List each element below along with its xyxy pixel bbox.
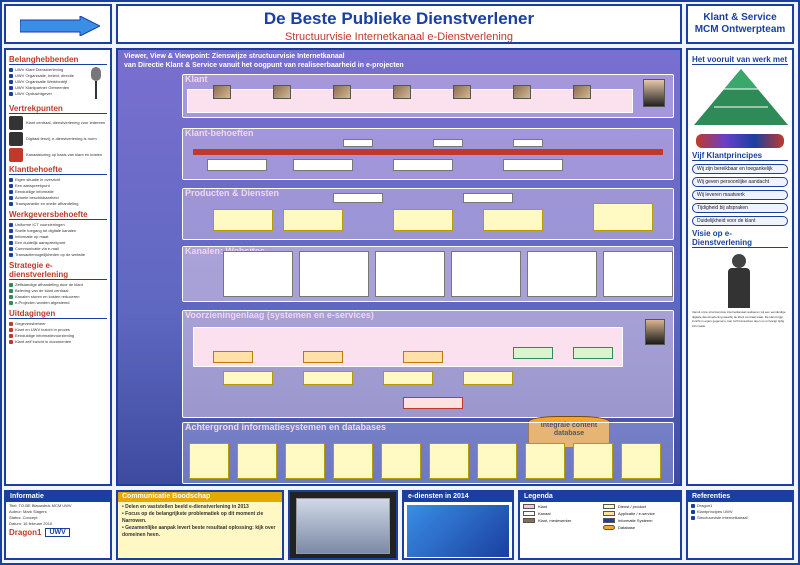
informatie-box: Informatie Titel: TO-BE Blauwdruk MCM UW…: [4, 490, 112, 560]
signpost-icon: [9, 148, 23, 162]
legenda-heading: Legenda: [520, 492, 680, 502]
list-item: Communicatie via e-mail: [15, 246, 59, 251]
layer-voorzieningen: Voorzieningenlaag (systemen en e-service…: [182, 310, 674, 418]
list-item: Zelfstandige afhandeling door de klant: [15, 282, 83, 287]
ediensten-box: e-diensten in 2014: [402, 490, 514, 560]
heading-klantbehoefte: Klantbehoefte: [9, 165, 107, 175]
list-item: Een aanspreekpunt: [15, 183, 50, 188]
principle-item: Tijdigheid bij afspraken: [692, 203, 788, 213]
people-group-icon: [696, 134, 784, 148]
monitor-icon: [9, 132, 23, 146]
diagram-title: Viewer, View & Viewpoint: Zienswijze str…: [124, 53, 404, 69]
page-title: De Beste Publieke Dienstverlener: [263, 9, 535, 28]
list-item: UWV Opdrachtgever: [15, 91, 52, 96]
klant-photo: [333, 85, 351, 99]
layer-kanalen: Kanalen: Websites: [182, 246, 674, 302]
heading-vertrekpunten: Vertrekpunten: [9, 104, 107, 114]
right-column: Het vooruit van werk met Vijf Klantprinc…: [686, 48, 794, 486]
ediensten-heading: e-diensten in 2014: [404, 492, 512, 502]
legenda-box: Legenda Klant Kanaal Klant, medewerker D…: [518, 490, 682, 560]
arrow-icon: [20, 16, 100, 36]
list-item: Eigen situatie in overzicht: [15, 177, 61, 182]
main-diagram: Viewer, View & Viewpoint: Zienswijze str…: [116, 48, 682, 486]
heading-visie: Visie op e-Dienstverlening: [692, 229, 788, 248]
referenties-box: Referenties Dragon1 Klantprincipes UWV S…: [686, 490, 794, 560]
list-item: Dragon1: [697, 503, 713, 508]
visie-text: Vanuit onze structuurvisie internetkanaa…: [692, 310, 786, 328]
klant-photo: [393, 85, 411, 99]
heading-principes: Vijf Klantprincipes: [692, 151, 788, 161]
list-item: Kanaalsturing op basis van klant en kost…: [26, 152, 103, 157]
page-subtitle: Structuurvisie Internetkanaal e-Dienstve…: [284, 31, 514, 43]
microphone-icon: [85, 67, 107, 101]
list-item: Gegevensbeheer: [15, 321, 46, 326]
owner-line2: MCM Ontwerpteam: [694, 24, 786, 35]
list-item: e-Projecten worden afgestemd: [15, 300, 70, 305]
list-item: UWV Klant Dienstverlening: [15, 67, 64, 72]
principle-item: Wij leveren maatwerk: [692, 190, 788, 200]
heading-belanghebbenden: Belanghebbenden: [9, 55, 107, 65]
logo-arrow: [4, 4, 112, 44]
list-item: Transactiemogelijkheden op de website: [15, 252, 86, 257]
person-figure-icon: [692, 250, 788, 310]
klant-photo: [573, 85, 591, 99]
person-icon: [9, 116, 23, 130]
communicatie-heading: Communicatie Boodschap: [118, 492, 282, 502]
communicatie-box: Communicatie Boodschap • Delen en vastst…: [116, 490, 284, 560]
list-item: Klant centraal, dienstverlening voor ied…: [26, 120, 106, 125]
list-item: Een duidelijk aanspreekpunt: [15, 240, 66, 245]
list-item: Klantprincipes UWV: [697, 509, 733, 514]
informatie-heading: Informatie: [6, 492, 110, 502]
list-item: Eenduidige informatie: [15, 189, 54, 194]
integral-content-database: Integrale content database: [528, 416, 610, 448]
heading-werkgeversbehoefte: Werkgeversbehoefte: [9, 210, 107, 220]
klant-photo: [213, 85, 231, 99]
list-item: Klant en UWV inzicht in proces: [15, 327, 70, 332]
heading-strategie: Strategie e-dienstverlening: [9, 261, 107, 280]
uwv-logo: UWV: [45, 528, 70, 537]
heading-pyramid: Het vooruit van werk met: [692, 55, 788, 65]
website-screenshot: [296, 498, 390, 554]
list-item: Snelle toegang tot digitale kanalen: [15, 228, 77, 233]
screenshot-box: [288, 490, 398, 560]
layer-klant: Klant: [182, 74, 674, 118]
list-item: Beleving van de klant centraal: [15, 288, 69, 293]
avatar: [643, 79, 665, 107]
klant-photo: [453, 85, 471, 99]
referenties-heading: Referenties: [688, 492, 792, 502]
list-item: Structuurvisie internetkanaal: [697, 515, 748, 520]
list-item: Eenduidige informatievoorziening: [15, 333, 75, 338]
klant-photo: [273, 85, 291, 99]
list-item: Kanalen sturen en kosten reduceren: [15, 294, 80, 299]
principle-item: Duidelijkheid voor de klant: [692, 216, 788, 226]
list-item: UWV Organisatie Werkbedrijf: [15, 79, 68, 84]
ediensten-image: [407, 505, 509, 557]
list-item: UWV Klantpartner Gemeenten: [15, 85, 70, 90]
pyramid-icon: [694, 69, 788, 125]
klant-photo: [513, 85, 531, 99]
layer-klant-behoeften: Klant-behoeften: [182, 128, 674, 180]
list-item: Transparantie en snelle afhandeling: [15, 201, 79, 206]
header-owner: Klant & Service MCM Ontwerpteam: [686, 4, 794, 44]
layer-achtergrond: Achtergrond informatiesystemen en databa…: [182, 422, 674, 484]
avatar: [645, 319, 665, 345]
list-item: Uniforme ICT voorzieningen: [15, 222, 65, 227]
list-item: Informatie op maat: [15, 234, 49, 239]
layer-producten: Producten & Diensten: [182, 188, 674, 240]
list-item: Actuele beschikbaarheid: [15, 195, 59, 200]
list-item: Klant zelf inzicht in documenten: [15, 339, 72, 344]
dragon1-logo: Dragon1: [9, 528, 42, 537]
list-item: Digitaal tenzij, e-dienstverlening is no…: [26, 136, 97, 141]
header-title-box: De Beste Publieke Dienstverlener Structu…: [116, 4, 682, 44]
list-item: UWV Organisatie, beleid, directie: [15, 73, 74, 78]
heading-uitdagingen: Uitdagingen: [9, 309, 107, 319]
owner-line1: Klant & Service: [703, 12, 777, 23]
left-column: Belanghebbenden UWV Klant Dienstverlenin…: [4, 48, 112, 486]
principle-item: Wij geven persoonlijke aandacht: [692, 177, 788, 187]
principle-item: Wij zijn bereikbaar en toegankelijk: [692, 164, 788, 174]
